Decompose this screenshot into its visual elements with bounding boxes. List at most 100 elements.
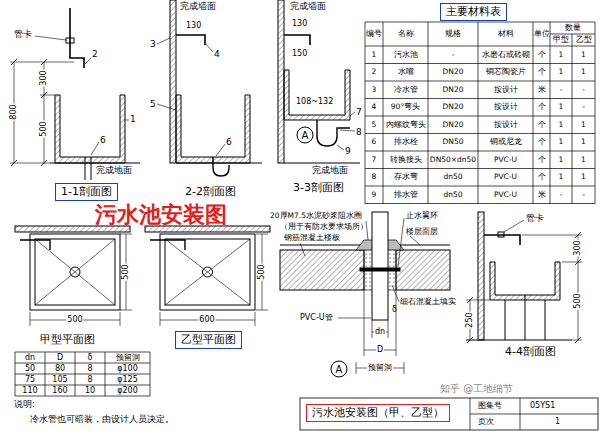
table-cell: 8 (87, 365, 92, 373)
dimension: 800 (10, 103, 18, 120)
table-cell: - (560, 191, 563, 199)
callout-number: 1 (130, 115, 136, 124)
table-cell: 个 (538, 121, 546, 129)
table-cell: 8 (87, 376, 92, 384)
table-cell: 110 (22, 387, 37, 395)
dimension: 500 (40, 120, 48, 137)
table-cell: 水磨石或砖砌 (482, 51, 530, 59)
surface-label: 完成地面 (96, 166, 132, 175)
dimension: 500 (122, 263, 130, 280)
table-header: δ (88, 354, 93, 362)
view-label: 4-4剖面图 (505, 346, 556, 357)
callout-number: 3 (150, 40, 156, 49)
node-text: A (302, 130, 309, 141)
dimension: δ (392, 306, 397, 314)
table-cell: 6 (372, 139, 377, 147)
dimension: 250 (466, 311, 474, 328)
table-cell: φ100 (117, 365, 138, 373)
table-cell: 1 (581, 139, 586, 147)
table-header: 单位 (534, 30, 550, 38)
table-cell: DN20 (443, 69, 464, 77)
drawing-title-box: 污水池安装图（甲、乙型） (306, 404, 450, 422)
detail-label: 20厚M7.5水泥砂浆阻水圈 (270, 212, 362, 220)
table-title-box: 主要材料表 (440, 3, 507, 21)
table-cell: 1 (559, 121, 564, 129)
dimension: 150 (292, 50, 307, 58)
watermark: 知乎 @工地细节 (440, 384, 513, 394)
detail-marker: A (330, 360, 348, 378)
table-cell: DN50×dn50 (430, 156, 476, 164)
table-cell: 1 (559, 51, 564, 59)
part-label: 管卡 (526, 214, 544, 223)
surface-label: 完成墙面 (290, 2, 326, 11)
table-cell: φ200 (117, 387, 138, 395)
dimension: 500 (574, 292, 582, 309)
table-cell: 米 (538, 191, 546, 199)
table-cell: 冷水管 (394, 86, 418, 94)
dimension: 预留洞 (367, 364, 393, 372)
title-block-text: 页次 (478, 418, 494, 426)
dimension: 130 (292, 20, 307, 28)
callout-number: 6 (100, 136, 106, 145)
title-block-text: 1 (555, 418, 560, 426)
title-block-text: 图集号 (478, 402, 502, 410)
view-title-box: 1-1剖面图 (55, 183, 118, 201)
table-cell: 50 (25, 365, 35, 373)
table-cell: 内螺纹弯头 (386, 121, 426, 129)
view-label: 甲型平面图 (40, 334, 95, 345)
node-text: A (336, 364, 343, 375)
table-cell: 个 (538, 51, 546, 59)
table-cell: 1 (581, 121, 586, 129)
dimension: 500 (66, 316, 83, 324)
table-cell: 转换接头 (390, 156, 422, 164)
table-cell: 5 (372, 121, 377, 129)
table-cell: 个 (538, 104, 546, 112)
table-header: 甲型 (553, 36, 569, 44)
callout-number: 9 (345, 147, 351, 156)
table-header: 材料 (498, 30, 514, 38)
dimension: 500 (258, 263, 266, 280)
dimension: 108~132 (296, 98, 333, 106)
table-header: 数量 (565, 24, 581, 32)
table-cell: 1 (559, 139, 564, 147)
table-cell: - (560, 86, 563, 94)
table-cell: DN50 (443, 139, 464, 147)
table-cell: 80 (55, 365, 65, 373)
detail-label: 楼层面层 (406, 228, 438, 236)
callout-number: 8 (356, 128, 362, 137)
dimension: dn (374, 328, 386, 336)
table-cell: 1 (559, 69, 564, 77)
table-cell: 75 (25, 376, 35, 384)
table-cell: 90°弯头 (391, 104, 420, 112)
table-cell: 1 (559, 174, 564, 182)
table-cell: 按设计 (494, 104, 518, 112)
table-cell: 8 (372, 174, 377, 182)
table-header: dn (25, 354, 35, 362)
dimension: 130 (186, 22, 201, 30)
table-cell: 1 (559, 104, 564, 112)
table-cell: 10 (85, 387, 95, 395)
detail-marker: A (296, 126, 314, 144)
table-cell: 个 (538, 174, 546, 182)
table-cell: PVC-U (494, 156, 517, 164)
node-text: 主要材料表 (446, 5, 501, 18)
node-text: 污水池安装图（甲、乙型） (312, 406, 444, 419)
dimension: D (376, 346, 384, 354)
table-cell: 1 (559, 156, 564, 164)
table-cell: 个 (538, 156, 546, 164)
table-cell: 160 (52, 387, 67, 395)
table-header: 预留洞 (116, 354, 140, 362)
view-title-box: 乙型平面图 (175, 331, 242, 349)
title-block-text: 05YS1 (530, 402, 555, 410)
table-header: 乙型 (576, 36, 592, 44)
callout-number: 4 (214, 50, 220, 59)
table-cell: 4 (372, 104, 377, 112)
table-cell: 铜或尼龙 (490, 139, 522, 147)
table-cell: 3 (372, 86, 377, 94)
table-header: 编号 (366, 30, 382, 38)
table-header: D (57, 354, 63, 362)
table-cell: DN20 (443, 121, 464, 129)
table-cell: dn50 (443, 191, 462, 199)
table-cell: 9 (372, 191, 377, 199)
